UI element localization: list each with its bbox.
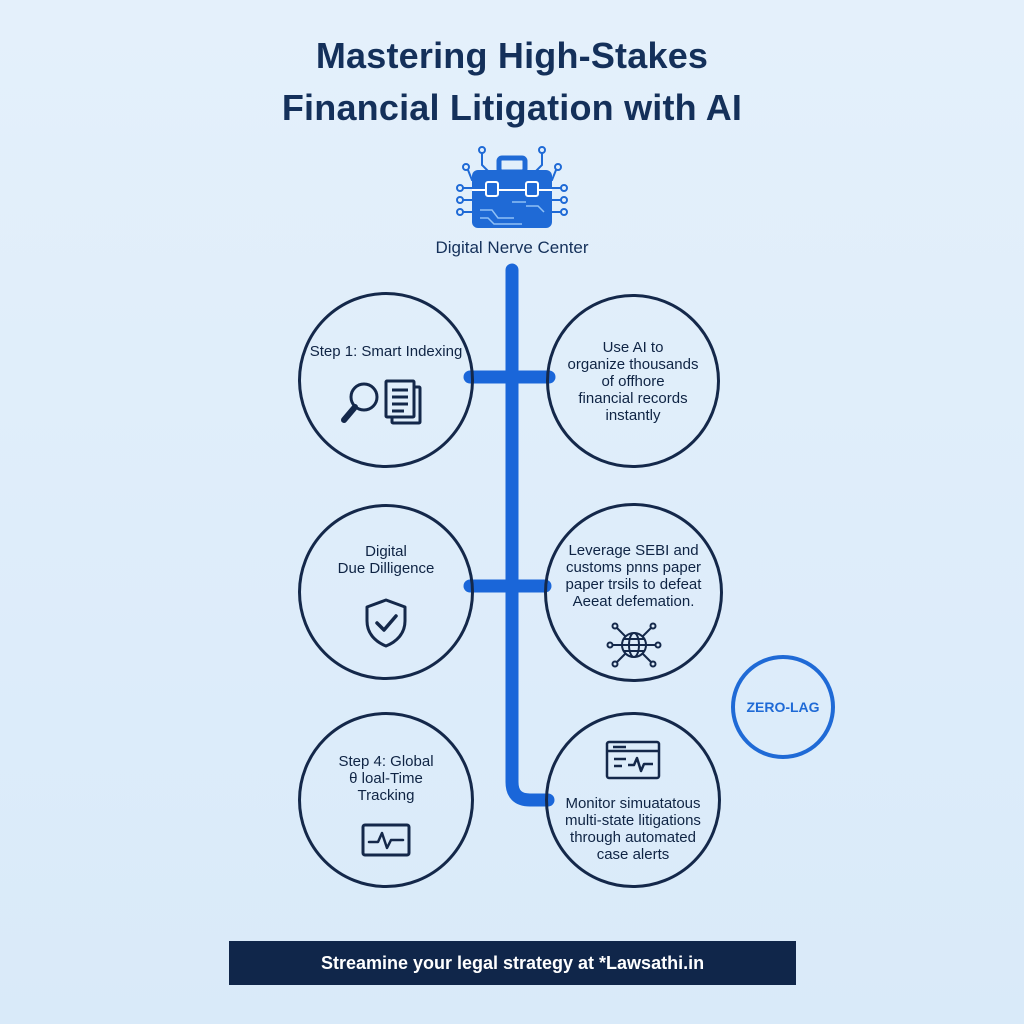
node-step1-desc-line-2: organize thousands [567,355,699,373]
node-step4-desc: Monitor simuatatous multi-state litigati… [545,712,721,888]
node-step1-desc-line-4: financial records [578,389,688,407]
node-step4-line-2: θ loal-Time [349,770,423,787]
footer-banner[interactable]: Streamine your legal strategy at *Lawsat… [229,941,796,985]
zero-lag-badge: ZERO-LAG [731,655,835,759]
browser-pulse-icon [604,739,662,781]
page-title: Mastering High-Stakes Financial Litigati… [0,30,1024,134]
node-step1-desc-line-1: Use AI to [602,338,664,356]
node-step4-line-1: Step 4: Global [338,753,434,770]
node-step1-desc-line-5: instantly [605,406,661,424]
node-step1-desc-line-3: of offhore [601,372,665,390]
node-step4-desc-line-4: case alerts [596,846,670,863]
spine-main-line [505,263,555,807]
search-documents-icon [336,378,436,430]
node-step2-line-2: Due Dilligence [337,560,435,577]
briefcase-circuit-icon [452,140,572,240]
node-step4-desc-line-2: multi-state litigations [565,812,701,829]
title-line-2: Financial Litigation with AI [281,87,743,128]
node-step2-line-1: Digital [365,543,407,560]
node-step2-desc: Leverage SEBI and customs pnns paper pap… [544,503,723,682]
footer-text: Streamine your legal strategy at *Lawsat… [320,952,705,973]
node-step2-desc-line-1: Leverage SEBI and [568,542,699,559]
node-step1-label: Step 1: Smart Indexing [309,343,463,360]
shield-check-icon [363,597,409,649]
node-step1-desc: Use AI to organize thousands of offhore … [546,294,720,468]
pulse-monitor-icon [360,822,412,858]
node-step2-desc-line-4: Aeeat defemation. [572,593,695,610]
node-step2-desc-line-2: customs pnns paper [565,559,702,576]
node-step4-line-3: Tracking [357,787,415,804]
node-step4: Step 4: Global θ loal-Time Tracking [298,712,474,888]
title-line-1: Mastering High-Stakes [315,35,709,76]
node-step2-desc-line-3: paper trsils to defeat [565,576,702,593]
hub-label: Digital Nerve Center [435,238,589,257]
node-step1: Step 1: Smart Indexing [298,292,474,468]
node-step2: Digital Due Dilligence [298,504,474,680]
node-step4-desc-line-1: Monitor simuatatous [565,795,701,812]
globe-network-icon [604,620,664,670]
node-step4-desc-line-3: through automated [570,829,696,846]
